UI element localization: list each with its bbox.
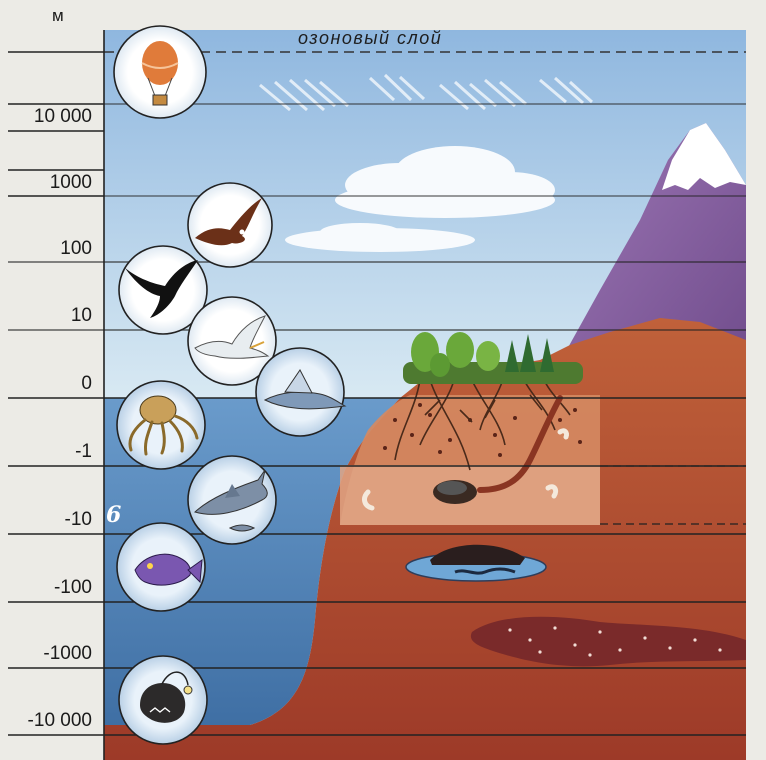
altitude-label: 10 <box>0 305 92 327</box>
octopus-icon <box>117 381 205 469</box>
depth-label: -10 000 <box>0 710 92 732</box>
altitude-label: 0 <box>0 373 92 395</box>
anglerfish-icon <box>119 656 207 744</box>
altitude-label: 10 000 <box>0 106 92 128</box>
figure-mark: 6 <box>106 502 121 528</box>
flying-fish-icon <box>256 348 345 436</box>
mole-icon <box>437 481 467 495</box>
depth-label: -100 <box>0 577 92 599</box>
unit-label: м <box>52 6 64 26</box>
altitude-label: 1000 <box>0 172 92 194</box>
deep-fish-icon <box>117 523 205 611</box>
shark-icon <box>188 456 276 544</box>
ozone-layer-label: озоновый слой <box>298 28 442 49</box>
depth-label: -1 <box>0 441 92 463</box>
balloon-icon <box>114 26 206 118</box>
depth-label: -10 <box>0 509 92 531</box>
eagle-icon <box>188 183 272 267</box>
altitude-label: 100 <box>0 238 92 260</box>
depth-label: -1000 <box>0 643 92 665</box>
